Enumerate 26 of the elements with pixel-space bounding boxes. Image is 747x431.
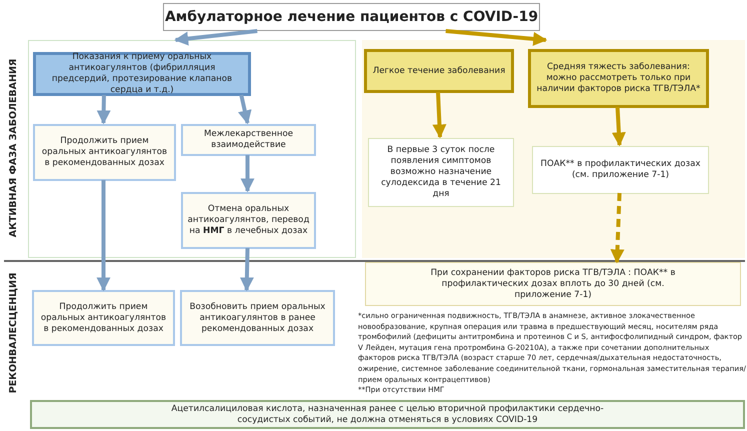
phase-panel bbox=[28, 40, 356, 258]
arrow bbox=[446, 29, 548, 46]
arrow bbox=[612, 106, 626, 146]
note-box: Ацетилсалициловая кислота, назначенная ранее с целью вторичной профилактики сердечно-сосудистых событий, не должна отменяться в условиях COVID-19 bbox=[30, 400, 745, 429]
process-box: Продолжить прием оральных антикоагулянтов в рекомендованных дозах bbox=[32, 290, 175, 346]
phase-panel bbox=[362, 40, 745, 258]
arrow bbox=[432, 92, 446, 138]
process-box: При сохранении факторов риска ТГВ/ТЭЛА : ПОАК** в профилактических дозах вплоть до 30 дней (см. приложение 7-1) bbox=[365, 262, 741, 306]
phase-label: АКТИВНАЯ ФАЗА ЗАБОЛЕВАНИЯ bbox=[7, 58, 20, 240]
arrow bbox=[96, 94, 111, 124]
arrow bbox=[238, 94, 252, 124]
process-box: Легкое течение заболевания bbox=[364, 49, 514, 93]
process-box: Возобновить прием оральных антикоагулянтов в ранее рекомендованных дозах bbox=[180, 290, 335, 346]
phase-label: РЕКОНВАЛЕСЦЕНЦИЯ bbox=[7, 272, 20, 396]
process-box: ПОАК** в профилактических дозах (см. приложение 7-1) bbox=[532, 146, 709, 194]
process-box: Продолжить прием оральных антикоагулянтов в рекомендованных дозах bbox=[33, 124, 176, 181]
arrow bbox=[610, 192, 624, 264]
title-box: Амбулаторное лечение пациентов с COVID-19 bbox=[163, 3, 540, 31]
process-box: Средняя тяжесть заболевания: можно рассмотреть только при наличии факторов риска ТГВ/ТЭЛА* bbox=[528, 49, 709, 108]
process-box: Показания к приему оральных антикоагулянтов (фибрилляция предсердий, протезирование клапанов сердца и т.д.) bbox=[33, 52, 251, 96]
process-box: В первые 3 суток после появления симптомов возможно назначение сулодексида в течение 21 дня bbox=[368, 138, 514, 207]
arrow bbox=[240, 155, 254, 192]
arrow bbox=[96, 180, 110, 292]
process-box: Межлекарственное взаимодействие bbox=[181, 124, 316, 156]
process-box: Отмена оральных антикоагулянтов, перевод на НМГ в лечебных дозах bbox=[181, 192, 316, 249]
arrow bbox=[240, 248, 254, 292]
